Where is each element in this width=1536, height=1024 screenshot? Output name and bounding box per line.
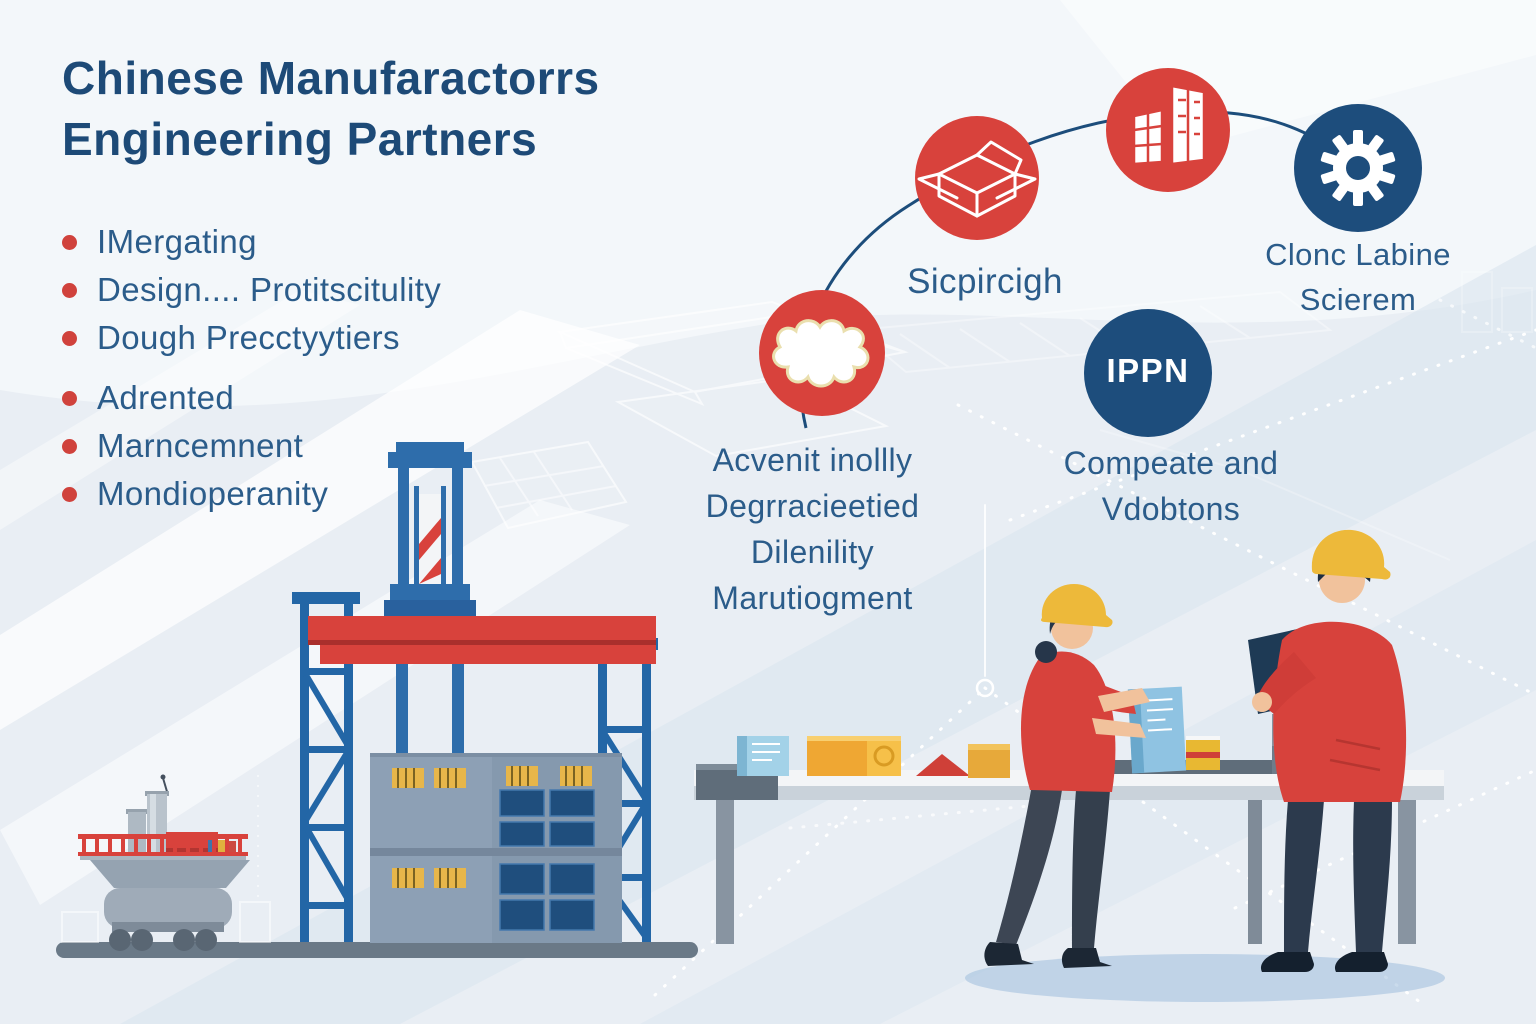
node-circle-ippn [1084, 309, 1212, 437]
bullet-list-primary: IMergating Design.... Protitscitulity Do… [62, 218, 582, 362]
gear-icon [1320, 130, 1396, 206]
open-box-icon [917, 140, 1037, 218]
vehicle-railing [78, 834, 248, 856]
package-box-striped [1186, 736, 1220, 770]
bullet-item: Design.... Protitscitulity [62, 266, 582, 314]
page-title-line1: Chinese Manufaractorrs [62, 52, 600, 104]
package-box-orange [807, 736, 901, 776]
bullet-dot [62, 282, 77, 298]
factory-building [370, 753, 622, 943]
package-box-yellow [968, 744, 1010, 778]
page-title: Chinese Manufaractorrs Engineering Partn… [62, 48, 822, 170]
bullet-dot [62, 234, 77, 250]
bullet-item: Adrented [62, 374, 582, 422]
cargo-vehicle [78, 774, 250, 951]
node-circle-machine [1294, 104, 1422, 232]
node-circle-process [759, 290, 885, 416]
bullet-list-secondary: Adrented Marncemnent Mondioperanity [62, 374, 582, 518]
hard-hat [1041, 584, 1113, 628]
crane-left-tower [292, 592, 360, 942]
node-circle-shipping [915, 116, 1039, 240]
factory-scene [56, 442, 698, 958]
ippn-badge: IPPN [1106, 352, 1190, 389]
label-machine: Clonc Labine Scierem [1265, 237, 1451, 317]
bullet-dot [62, 390, 77, 406]
bullet-item: Dough Precctyytiers [62, 314, 582, 362]
label-process: Acvenit inollly Degrracieetied Dilenilit… [705, 442, 920, 616]
hard-hat [1311, 529, 1391, 580]
bullet-dot [62, 486, 77, 502]
ground-bar [56, 942, 698, 958]
dashed-guide-lines [653, 298, 1536, 1004]
package-box-blue [737, 736, 789, 776]
package-wedge-red [916, 754, 970, 776]
label-ippn: Compeate and Vdobtons [1063, 445, 1279, 527]
bullet-item: Marncemnent [62, 422, 582, 470]
bullet-dot [62, 438, 77, 454]
bullet-item: IMergating [62, 218, 582, 266]
yellow-windows [392, 766, 592, 888]
worker-woman [984, 584, 1150, 968]
label-shipping: Sicpircigh [907, 262, 1063, 301]
crane-beam [308, 616, 656, 664]
workbench-scene [694, 529, 1445, 1002]
worker-man [1248, 529, 1407, 972]
page-title-line2: Engineering Partners [62, 113, 538, 165]
bullet-dot [62, 330, 77, 346]
node-circle-factory [1106, 68, 1230, 192]
puzzle-icon [772, 319, 870, 388]
bullet-item: Mondioperanity [62, 470, 582, 518]
buildings-icon [1132, 84, 1206, 166]
blue-windows [499, 789, 595, 931]
gantry-tower [384, 442, 476, 756]
